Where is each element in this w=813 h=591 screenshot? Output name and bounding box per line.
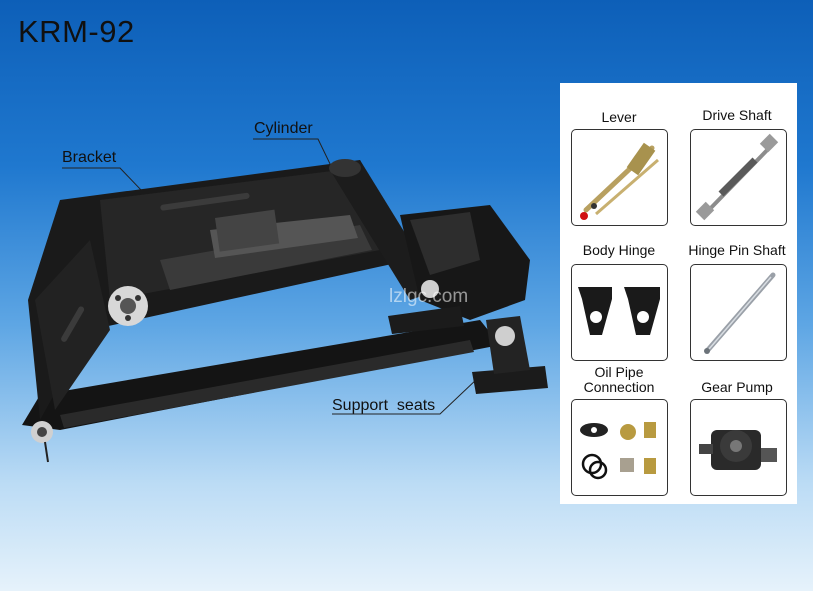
part-label-lever: Lever	[601, 109, 637, 125]
support-seat	[388, 306, 548, 394]
gearbox	[400, 205, 530, 320]
part-card-hinge-pin-shaft	[690, 264, 787, 361]
part-card-lever	[571, 129, 668, 226]
part-card-drive-shaft	[690, 129, 787, 226]
product-title: KRM-92	[18, 14, 135, 49]
lever-icon	[580, 142, 659, 220]
part-label-oil-pipe-line2: Connection	[583, 379, 655, 395]
part-card-oil-pipe-connection	[571, 399, 668, 496]
part-label-drive-shaft: Drive Shaft	[702, 107, 772, 123]
callout-cylinder: Cylinder	[254, 120, 313, 137]
part-label-oil-pipe-line1: Oil Pipe	[594, 364, 644, 380]
body-hinge-icon	[578, 287, 660, 335]
part-label-oil-pipe: Oil Pipe Connection	[560, 365, 678, 395]
hinge-pin-shaft-icon	[704, 272, 776, 354]
part-label-hinge-pin-shaft: Hinge Pin Shaft	[688, 242, 786, 258]
gear-pump-icon	[699, 430, 777, 470]
part-label-gear-pump: Gear Pump	[701, 379, 773, 395]
drive-shaft-icon	[695, 133, 779, 221]
part-card-gear-pump	[690, 399, 787, 496]
part-card-body-hinge	[571, 264, 668, 361]
end-eye	[31, 421, 53, 463]
lower-frame	[22, 320, 500, 430]
callout-bracket: Bracket	[62, 149, 117, 166]
watermark: lzlgc.com	[389, 286, 469, 307]
hydraulic-cylinder	[160, 209, 372, 290]
oil-pipe-connection-icon	[580, 422, 656, 480]
pivot-disk	[108, 286, 148, 326]
part-label-body-hinge: Body Hinge	[582, 242, 656, 258]
parts-panel: Lever Drive Shaft Body Hinge Hinge Pin S…	[560, 83, 797, 504]
callout-support-seats: Support seats	[332, 397, 436, 414]
